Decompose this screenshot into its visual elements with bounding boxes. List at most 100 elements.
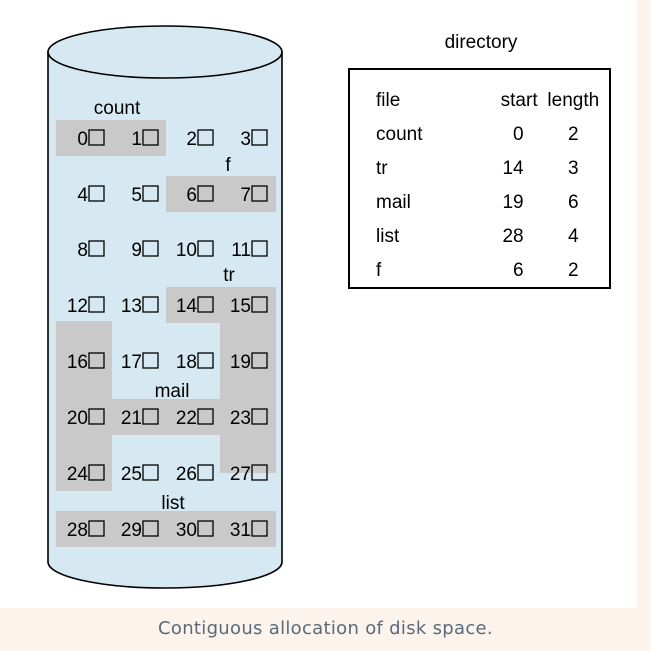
cylinder-top	[47, 25, 283, 79]
block-number: 8	[77, 240, 88, 261]
block-number: 31	[230, 520, 251, 541]
block-square	[251, 129, 268, 146]
block-number: 24	[67, 464, 89, 485]
block-number: 17	[121, 352, 142, 373]
block-number: 18	[176, 352, 197, 373]
block-number: 30	[176, 520, 197, 541]
directory-title: directory	[444, 32, 518, 53]
block-number: 23	[230, 408, 251, 429]
figure-caption: Contiguous allocation of disk space.	[158, 618, 493, 639]
block-number: 21	[121, 408, 142, 429]
block-square	[251, 520, 268, 537]
row-length: 6	[568, 192, 579, 213]
block-square	[88, 296, 105, 313]
allocated-block-mail	[56, 455, 112, 491]
block-square	[197, 352, 214, 369]
block-square	[251, 408, 268, 425]
block-number: 13	[121, 296, 142, 317]
block-number: 9	[131, 240, 142, 261]
row-length: 2	[568, 124, 579, 145]
row-file: count	[376, 124, 423, 145]
row-length: 3	[568, 158, 579, 179]
allocated-block-list	[110, 511, 166, 547]
block-number: 29	[121, 520, 142, 541]
block-square	[88, 352, 105, 369]
block-square	[197, 296, 214, 313]
block-square	[251, 296, 268, 313]
row-file: f	[376, 260, 382, 281]
block-number: 26	[176, 464, 197, 485]
block-number: 12	[67, 296, 88, 317]
block-square	[142, 464, 159, 481]
directory-row: list 28 4	[350, 220, 609, 254]
block-square	[142, 296, 159, 313]
row-file: mail	[376, 192, 411, 213]
header-start: start	[500, 90, 538, 111]
allocated-block-count	[110, 120, 166, 156]
block-square	[142, 408, 159, 425]
block-square	[251, 185, 268, 202]
allocated-block-list	[56, 511, 112, 547]
block-number: 25	[121, 464, 142, 485]
allocated-bridge-mail	[56, 433, 112, 457]
file-label-count: count	[94, 98, 141, 119]
block-number: 2	[186, 129, 197, 150]
block-square	[251, 464, 268, 481]
allocated-bridge-mail	[56, 377, 112, 401]
block-square	[88, 129, 105, 146]
block-square	[142, 352, 159, 369]
block-number: 15	[230, 296, 251, 317]
block-number: 0	[77, 129, 88, 150]
block-number: 28	[67, 520, 88, 541]
block-number: 5	[131, 185, 142, 206]
file-label-tr: tr	[223, 265, 235, 286]
directory-table-box: file start length count 0 2 tr 14 3 mail	[348, 68, 611, 289]
block-square	[142, 240, 159, 257]
allocated-block-tr	[56, 343, 112, 379]
allocated-block-mail	[110, 399, 166, 435]
block-square	[88, 408, 105, 425]
header-file: file	[376, 90, 401, 111]
block-square	[88, 185, 105, 202]
block-number: 11	[231, 240, 251, 261]
block-number: 6	[186, 185, 197, 206]
block-square	[88, 240, 105, 257]
row-file: list	[376, 226, 400, 247]
allocated-bridge-mail	[220, 361, 276, 417]
block-square	[197, 129, 214, 146]
block-square	[197, 185, 214, 202]
block-square	[142, 185, 159, 202]
row-start: 14	[502, 158, 524, 179]
file-label-f: f	[225, 155, 231, 176]
block-square	[197, 464, 214, 481]
block-number: 20	[67, 408, 88, 429]
block-number: 1	[131, 129, 142, 150]
block-number: 27	[230, 464, 251, 485]
header-length: length	[547, 90, 600, 111]
block-number: 14	[176, 296, 198, 317]
allocated-block-mail	[56, 399, 112, 435]
row-start: 19	[502, 192, 524, 213]
block-number: 3	[240, 129, 251, 150]
block-number: 7	[240, 185, 251, 206]
row-start: 28	[502, 226, 524, 247]
row-file: tr	[376, 158, 388, 179]
allocated-bridge-tr	[56, 321, 112, 345]
block-square	[88, 464, 105, 481]
block-square	[197, 520, 214, 537]
row-start: 6	[513, 260, 524, 281]
block-number: 10	[176, 240, 197, 261]
block-number: 16	[67, 352, 88, 373]
allocated-bridge-mail	[220, 417, 276, 473]
directory-row: count 0 2	[350, 118, 609, 152]
row-length: 4	[568, 226, 579, 247]
file-label-mail: mail	[155, 381, 190, 402]
block-square	[88, 520, 105, 537]
row-start: 0	[513, 124, 524, 145]
block-square	[142, 129, 159, 146]
block-square	[197, 408, 214, 425]
allocated-block-count	[56, 120, 112, 156]
row-length: 2	[568, 260, 579, 281]
